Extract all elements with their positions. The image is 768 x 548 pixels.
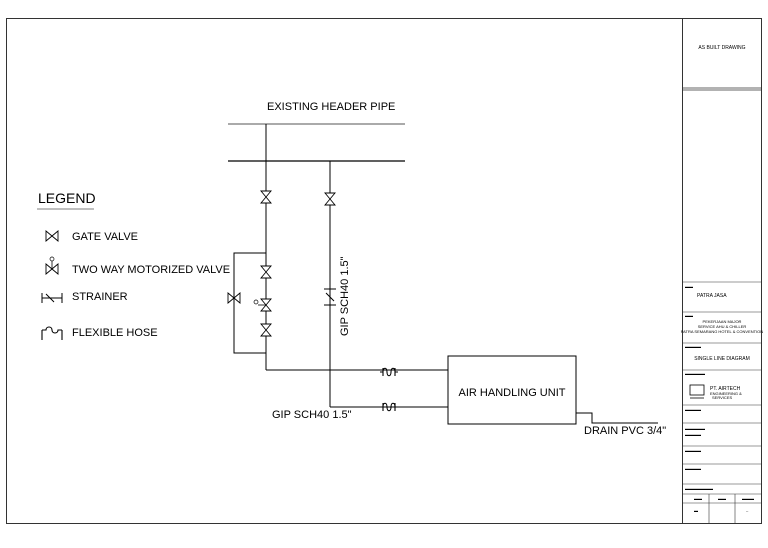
- legend-item-motorized-valve: TWO WAY MOTORIZED VALVE: [72, 264, 230, 276]
- company-name: PT. AIRTECH: [710, 386, 741, 392]
- svg-text:▬▬▬: ▬▬▬: [742, 496, 754, 501]
- svg-text:▬▬: ▬▬: [685, 284, 693, 289]
- svg-text:▬▬: ▬▬: [685, 313, 693, 318]
- company-logo: [689, 384, 705, 396]
- legend-strainer-icon: [41, 293, 63, 303]
- header-pipe-label: EXISTING HEADER PIPE: [267, 101, 395, 113]
- supply-flexible-hose-icon: [379, 367, 399, 377]
- drain-label: DRAIN PVC 3/4": [584, 425, 666, 437]
- svg-text:▬▬: ▬▬: [694, 496, 702, 501]
- legend-item-strainer: STRAINER: [72, 291, 128, 303]
- bypass-loop: [233, 252, 266, 354]
- title-block: AS BUILT DRAWING ▬▬ PATRA JASA ▬▬ PEKERJ…: [681, 45, 763, 523]
- legend-title: LEGEND: [38, 190, 96, 206]
- svg-text:▬▬▬▬: ▬▬▬▬: [685, 344, 701, 349]
- supply-gate-valve-icon: [260, 190, 272, 204]
- drain-pipe: [576, 412, 658, 424]
- legend-flexible-hose-icon: [41, 326, 63, 340]
- project-line-2: SERVICE AHU & CHILLER: [698, 324, 747, 329]
- project-line-1: PEKERJAAN MAJOR: [703, 319, 742, 324]
- company-tagline: ENGINEERING &: [710, 391, 742, 396]
- svg-text:▬▬▬▬: ▬▬▬▬: [685, 407, 701, 412]
- as-built-stamp: AS BUILT DRAWING: [698, 45, 745, 51]
- legend-item-gate-valve: GATE VALVE: [72, 231, 138, 243]
- return-gate-valve-icon: [324, 192, 336, 206]
- company-sub: SERVICES: [712, 395, 732, 400]
- svg-text:▬: ▬: [694, 508, 698, 513]
- svg-text:▬▬▬▬▬: ▬▬▬▬▬: [685, 426, 705, 431]
- outer-frame: [6, 18, 762, 524]
- svg-text:▬▬▬▬: ▬▬▬▬: [685, 448, 701, 453]
- motorized-valve-icon: [253, 298, 272, 312]
- vertical-pipe-label: GIP SCH40 1.5": [339, 256, 351, 336]
- return-strainer-icon: [324, 288, 336, 306]
- horizontal-pipe-label: GIP SCH40 1.5": [272, 409, 352, 421]
- legend-item-flexible-hose: FLEXIBLE HOSE: [72, 327, 158, 339]
- downstream-gate-valve-icon: [260, 323, 272, 337]
- piping-diagram: EXISTING HEADER PIPE GIP SCH40 1.5": [227, 101, 666, 437]
- ahu-label: AIR HANDLING UNIT: [459, 387, 566, 399]
- legend-gate-valve-icon: [45, 230, 59, 242]
- owner-name: PATRA JASA: [697, 293, 727, 299]
- svg-text:▬▬▬▬: ▬▬▬▬: [685, 432, 701, 437]
- svg-text:▬▬▬▬▬: ▬▬▬▬▬: [685, 371, 705, 376]
- legend: LEGEND GATE VALVE TWO WAY MOTORIZED VALV…: [37, 190, 230, 340]
- legend-motorized-valve-icon: [45, 256, 59, 275]
- upstream-gate-valve-icon: [260, 265, 272, 279]
- air-handling-unit: [447, 355, 577, 425]
- svg-text:▬▬: ▬▬: [718, 496, 726, 501]
- project-line-3: PATRA SEMARANG HOTEL & CONVENTION: [681, 329, 763, 334]
- drawing-title: SINGLE LINE DIAGRAM: [694, 356, 750, 362]
- svg-text:▬▬▬▬: ▬▬▬▬: [685, 466, 701, 471]
- svg-text:–: –: [746, 508, 749, 513]
- svg-text:▬▬▬▬▬▬▬: ▬▬▬▬▬▬▬: [685, 486, 713, 491]
